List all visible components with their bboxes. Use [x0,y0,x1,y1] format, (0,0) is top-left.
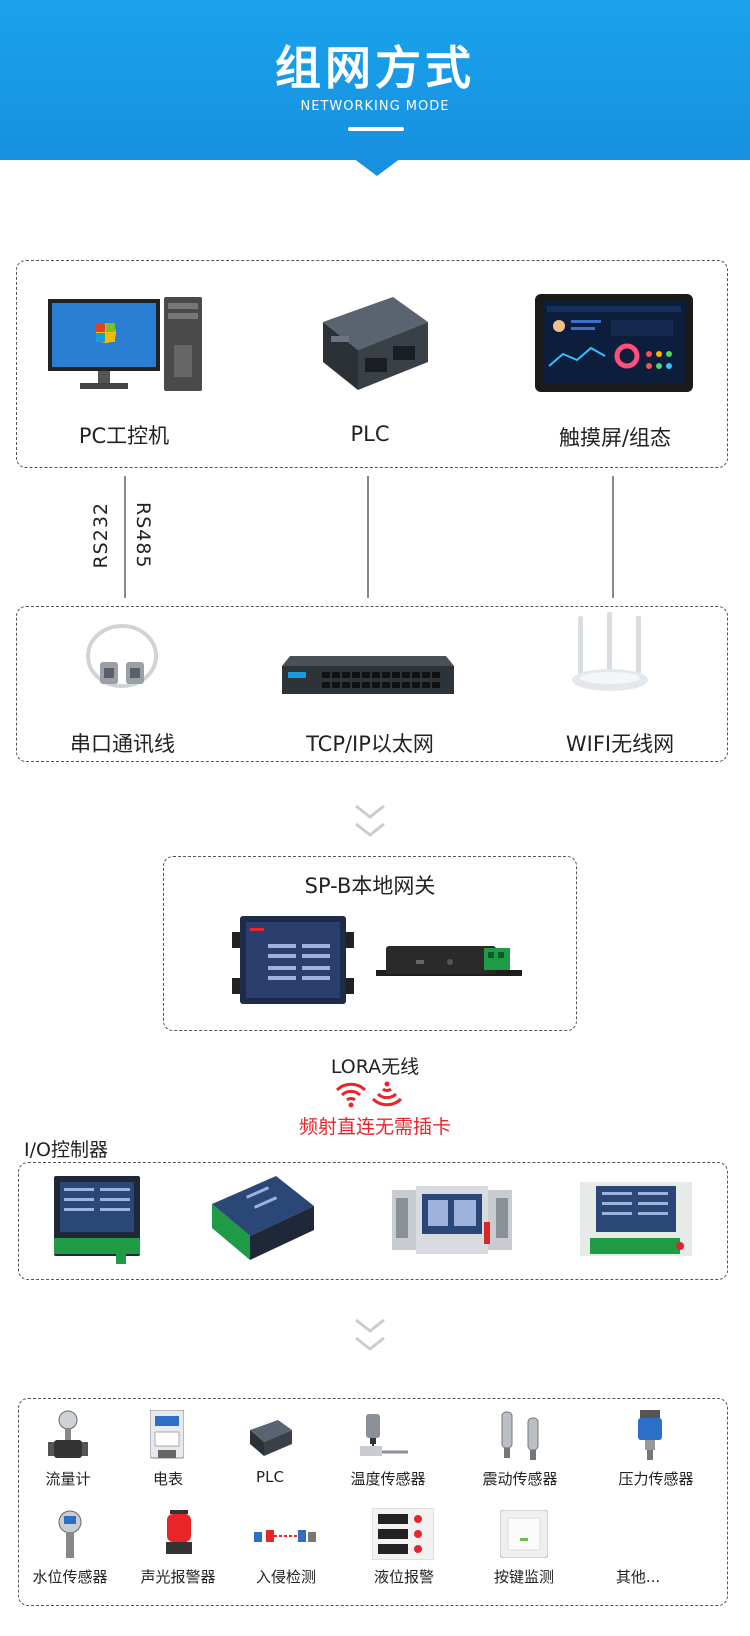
ethernet-label: TCP/IP以太网 [306,732,434,756]
gateway-icon [232,916,354,1004]
sensor-label: PLC [256,1468,284,1486]
router-device [570,612,650,694]
liquid-level-alarm-icon [372,1508,434,1560]
chevron-down-icon [355,822,385,837]
rs232-label: RS232 [90,502,112,569]
sensor-label: 水位传感器 [32,1568,108,1586]
io-controller-box [18,1162,728,1280]
connector-hmi [612,476,614,598]
pc-icon [48,297,202,391]
header-pointer [353,158,401,176]
rs485-label: RS485 [132,502,154,569]
electric-meter-icon [150,1410,184,1459]
lora-note: 频射直连无需插卡 [298,1116,451,1138]
plc-device [313,292,433,392]
io-title: I/O控制器 [24,1139,108,1161]
io-controller-3-icon [392,1186,512,1254]
water-level-sensor-icon [58,1510,82,1558]
chevron-down-icon [355,1318,385,1333]
vibration-sensor-icon [501,1411,539,1460]
pc-label: PC工控机 [78,424,170,448]
gateway-side-icon [376,946,522,976]
page-title: 组网方式 [275,41,475,95]
sensor-label: 压力传感器 [618,1470,694,1488]
serial-label: 串口通讯线 [70,732,175,756]
switch-device [282,648,454,698]
lora-label: LORA无线 [330,1056,420,1078]
chevron-down-icon [355,804,385,819]
ethernet-switch-icon [282,656,454,694]
alarm-light-icon [166,1510,192,1554]
wifi-router-icon [572,612,648,691]
sensor-label: 电表 [152,1470,183,1488]
intrusion-detector-icon [254,1530,316,1542]
wifi-label: WIFI无线网 [565,732,675,756]
serial-cable-icon [86,624,158,688]
plc-icon [323,297,428,390]
network-box [16,606,728,762]
sensor-label: 声光报警器 [140,1568,216,1586]
touchscreen-icon [535,294,693,392]
gateway-side [376,940,522,982]
temperature-sensor-icon [360,1414,408,1456]
page-subtitle: NETWORKING MODE [300,99,450,114]
sensor-label: 流量计 [45,1470,91,1488]
switch-ports [322,672,440,688]
header-banner: 组网方式 NETWORKING MODE [0,0,750,160]
pc-device [48,295,206,395]
gateway-box [163,856,577,1031]
sensor-label: 液位报警 [373,1568,434,1586]
sensor-label: 按键监测 [493,1568,554,1586]
chevron-down-icon [355,1336,385,1351]
button-switch-icon [500,1510,548,1558]
title-underline [348,127,404,131]
io-controller-2-icon [212,1176,314,1260]
touchscreen-label: 触摸屏/组态 [558,426,672,450]
io-controller-1-icon [54,1176,140,1264]
gateway-title: SP-B本地网关 [304,874,436,898]
sensor-label-other: 其他... [615,1568,661,1586]
serial-cable-device [82,622,162,692]
io-controller-4-icon [580,1182,692,1256]
hmi-device [535,294,693,394]
pressure-sensor-icon [638,1410,662,1460]
connector-plc [367,476,369,598]
sensor-label: 震动传感器 [482,1470,558,1488]
plc-small-icon [250,1420,292,1456]
gateway-front [232,914,354,1006]
plc-label: PLC [350,422,390,446]
upper-devices-box [16,260,728,468]
sensors-box [18,1398,728,1606]
sensor-label: 温度传感器 [350,1470,426,1488]
wifi-signal-icon [335,1082,367,1108]
sensor-label: 入侵检测 [255,1568,316,1586]
connector-pc [124,476,126,598]
broadcast-signal-icon [371,1081,403,1107]
flowmeter-icon [48,1410,88,1458]
